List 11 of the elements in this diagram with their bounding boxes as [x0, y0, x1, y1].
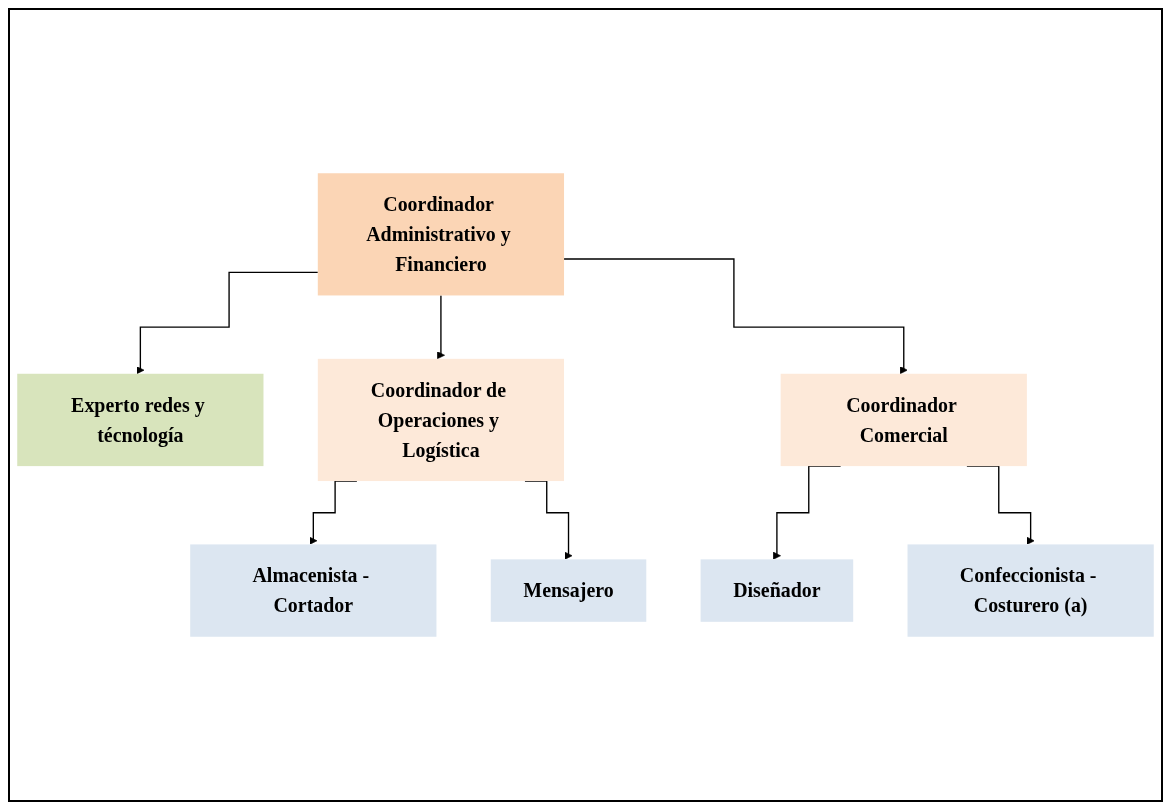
node-box: Diseñador — [700, 559, 854, 622]
arrow — [563, 258, 908, 375]
node-box: Almacenista - Cortador — [190, 544, 437, 637]
node-box: Experto redes y técnología — [17, 373, 264, 467]
arrow — [136, 271, 319, 375]
node-box: Mensajero — [490, 559, 647, 622]
node-box: Coordinador de Operaciones y Logística — [317, 358, 565, 482]
node-box: Coordinador Comercial — [780, 373, 1027, 467]
node-box: Coordinador Administrativo y Financiero — [317, 173, 565, 296]
node-box: Confeccionista - Costurero (a) — [907, 544, 1154, 637]
arrow — [436, 294, 445, 360]
